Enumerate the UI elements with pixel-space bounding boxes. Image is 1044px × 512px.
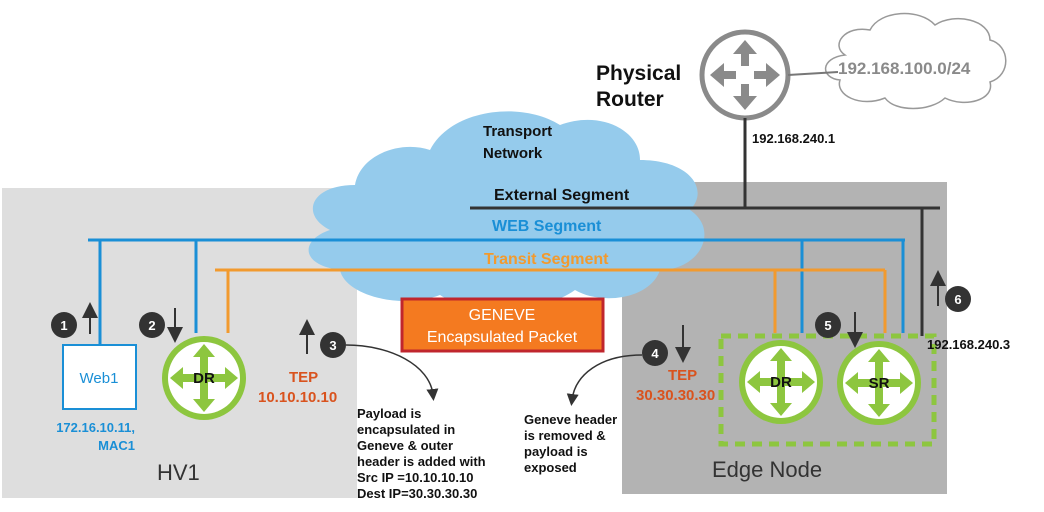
- svg-text:Geneve & outer: Geneve & outer: [357, 438, 453, 453]
- edge-sr-label: SR: [869, 375, 890, 392]
- edge-node-label: Edge Node: [712, 457, 822, 482]
- step-badge-5: 5: [815, 312, 841, 338]
- geneve-packet-title: GENEVE: [469, 307, 536, 324]
- transit-segment-label: Transit Segment: [484, 251, 609, 268]
- edge-sr-router-icon: [837, 341, 921, 425]
- external-network-cloud: [824, 12, 1007, 110]
- edge-uplink-ip: 192.168.240.3: [927, 337, 1010, 352]
- web1-vm-label: Web1: [80, 370, 119, 387]
- svg-text:payload is: payload is: [524, 444, 588, 459]
- svg-text:header is added with: header is added with: [357, 454, 486, 469]
- edge-tep-label: TEP: [668, 367, 697, 384]
- geneve-packet-box: [400, 297, 605, 353]
- step-badge-2: 2: [139, 312, 165, 338]
- hv1-host-label: HV1: [157, 460, 200, 485]
- router-icon: [699, 29, 791, 121]
- external-segment-label: External Segment: [494, 187, 630, 204]
- edge-dr-router-icon: [739, 340, 823, 424]
- hv1-dr-router-icon: [162, 336, 246, 420]
- router-to-cloud-link: [787, 71, 839, 76]
- svg-text:5: 5: [824, 318, 831, 333]
- edge-dr-label: DR: [770, 374, 792, 391]
- svg-text:6: 6: [954, 292, 961, 307]
- decapsulation-note: Geneve header is removed & payload is ex…: [524, 412, 617, 475]
- transport-network-cloud: [308, 111, 705, 310]
- physical-router-label-2: Router: [596, 88, 664, 111]
- geneve-packet-subtitle: Encapsulated Packet: [427, 329, 578, 346]
- hv1-dr-label: DR: [193, 370, 215, 387]
- transport-network-label: Transport: [483, 123, 552, 140]
- edge-tep-ip: 30.30.30.30: [636, 387, 715, 404]
- web1-ip-label: 172.16.10.11,: [56, 420, 135, 435]
- step3-curved-arrow: [345, 344, 439, 401]
- step4-curved-arrow: [566, 354, 643, 406]
- svg-text:2: 2: [148, 318, 155, 333]
- step-badge-1: 1: [51, 312, 77, 338]
- step-badge-6: 6: [945, 286, 971, 312]
- transport-network-label-2: Network: [483, 145, 543, 162]
- physical-router-label: Physical: [596, 62, 681, 85]
- hv1-tep-ip: 10.10.10.10: [258, 389, 337, 406]
- hv1-tep-label: TEP: [289, 369, 318, 386]
- svg-text:Geneve header: Geneve header: [524, 412, 617, 427]
- web-segment-label: WEB Segment: [492, 218, 602, 235]
- external-network-label: 192.168.100.0/24: [838, 59, 971, 78]
- svg-text:exposed: exposed: [524, 460, 577, 475]
- svg-text:3: 3: [329, 338, 336, 353]
- svg-text:1: 1: [60, 318, 67, 333]
- svg-text:Payload is: Payload is: [357, 406, 421, 421]
- encapsulation-note: Payload is encapsulated in Geneve & oute…: [357, 406, 486, 501]
- svg-text:Src IP =10.10.10.10: Src IP =10.10.10.10: [357, 470, 474, 485]
- svg-text:is removed &: is removed &: [524, 428, 606, 443]
- web1-mac-label: MAC1: [98, 438, 135, 453]
- step-badge-4: 4: [642, 340, 668, 366]
- router-ip-label: 192.168.240.1: [752, 131, 835, 146]
- web1-vm-box: [62, 344, 137, 410]
- svg-text:Dest IP=30.30.30.30: Dest IP=30.30.30.30: [357, 486, 477, 501]
- svg-text:4: 4: [651, 346, 659, 361]
- hv1-host-box: [2, 188, 357, 498]
- step-badge-3: 3: [320, 332, 346, 358]
- svg-text:encapsulated in: encapsulated in: [357, 422, 455, 437]
